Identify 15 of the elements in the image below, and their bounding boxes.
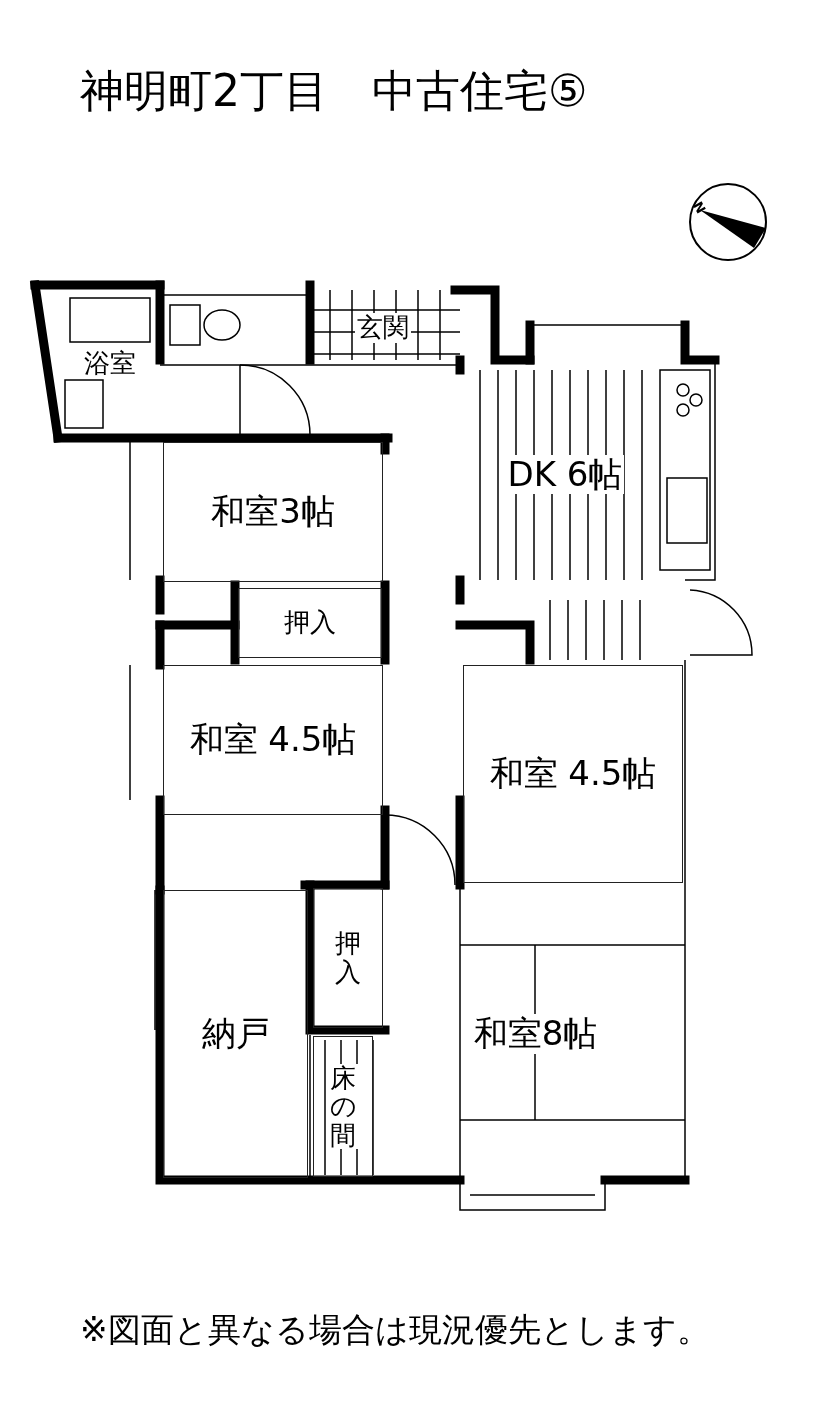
room-area xyxy=(313,1036,373,1177)
room-name: 押入 xyxy=(282,608,338,638)
room-name: 床の間 xyxy=(328,1063,358,1150)
room-area xyxy=(163,442,383,582)
disclaimer-note: ※図面と異なる場合は現況優先とします。 xyxy=(80,1309,710,1351)
north-label: N xyxy=(690,199,709,216)
room-area xyxy=(163,890,308,1178)
room-area xyxy=(163,665,383,815)
room-area xyxy=(313,888,383,1028)
room-name: 浴室 xyxy=(82,349,138,379)
plan-title: 神明町2丁目 中古住宅⑤ xyxy=(80,64,588,118)
room-area xyxy=(463,665,683,883)
room-name: 玄関 xyxy=(355,313,411,343)
room-area xyxy=(238,588,382,658)
room-name: 押入 xyxy=(333,929,363,987)
